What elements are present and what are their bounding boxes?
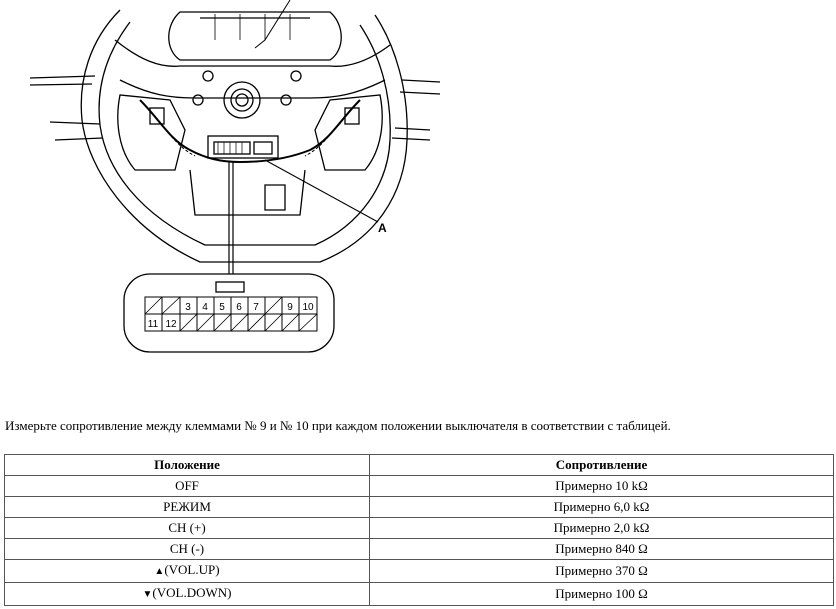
pin-label: 5 bbox=[219, 302, 225, 313]
resistance-cell: Примерно 840 Ω bbox=[369, 538, 834, 560]
resistance-cell: Примерно 6,0 kΩ bbox=[369, 496, 834, 518]
resistance-cell: Примерно 2,0 kΩ bbox=[369, 517, 834, 539]
pin-label: 6 bbox=[236, 302, 242, 313]
position-label: (VOL.DOWN) bbox=[152, 585, 232, 600]
triangle-up-icon: ▲ bbox=[154, 566, 165, 577]
table-row: ▼(VOL.DOWN) Примерно 100 Ω bbox=[4, 582, 834, 606]
position-cell: CH (+) bbox=[4, 517, 370, 539]
table-row: ▲(VOL.UP) Примерно 370 Ω bbox=[4, 559, 834, 583]
pin-label: 9 bbox=[287, 302, 293, 313]
pin-label: 12 bbox=[165, 319, 177, 330]
pin-label: 11 bbox=[148, 319, 159, 330]
triangle-down-icon: ▼ bbox=[142, 589, 153, 600]
resistance-table: Положение Сопротивление OFF Примерно 10 … bbox=[4, 454, 834, 606]
table-header-row: Положение Сопротивление bbox=[4, 454, 834, 476]
table-row: CH (+) Примерно 2,0 kΩ bbox=[4, 517, 834, 539]
table-row: OFF Примерно 10 kΩ bbox=[4, 475, 834, 497]
pin-label: 7 bbox=[253, 302, 259, 313]
position-cell: ▼(VOL.DOWN) bbox=[4, 582, 370, 606]
pin-label: 3 bbox=[185, 302, 191, 313]
position-cell: РЕЖИМ bbox=[4, 496, 370, 518]
resistance-cell: Примерно 100 Ω bbox=[369, 582, 834, 606]
position-cell: ▲(VOL.UP) bbox=[4, 559, 370, 583]
steering-wheel-diagram: A 3 4 5 6 7 9 10 11 12 bbox=[29, 0, 441, 353]
position-cell: CH (-) bbox=[4, 538, 370, 560]
instruction-text: Измерьте сопротивление между клеммами № … bbox=[5, 418, 671, 433]
column-header-resistance: Сопротивление bbox=[369, 454, 834, 476]
position-cell: OFF bbox=[4, 475, 370, 497]
table-row: CH (-) Примерно 840 Ω bbox=[4, 538, 834, 560]
callout-label-a: A bbox=[378, 221, 387, 235]
resistance-cell: Примерно 370 Ω bbox=[369, 559, 834, 583]
resistance-cell: Примерно 10 kΩ bbox=[369, 475, 834, 497]
table-row: РЕЖИМ Примерно 6,0 kΩ bbox=[4, 496, 834, 518]
pin-label: 4 bbox=[202, 302, 208, 313]
pin-label: 10 bbox=[302, 302, 314, 313]
position-label: (VOL.UP) bbox=[164, 562, 220, 577]
column-header-position: Положение bbox=[4, 454, 370, 476]
